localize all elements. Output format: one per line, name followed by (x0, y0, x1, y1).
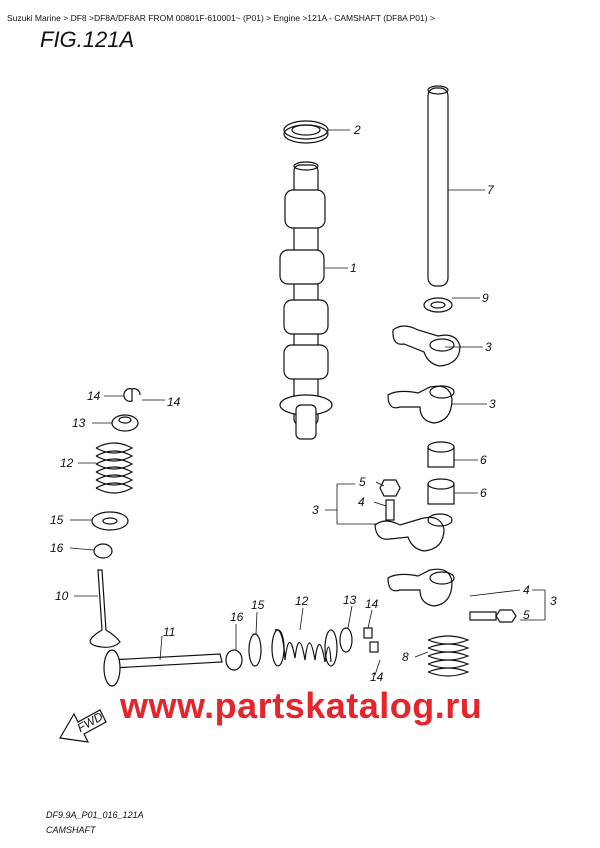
breadcrumb: Suzuki Marine > DF8 >DF8A/DF8AR FROM 008… (7, 13, 435, 23)
drawing-code: DF9.9A_P01_016_121A (46, 810, 144, 820)
callout[interactable]: 15 (251, 598, 265, 612)
callout[interactable]: 12 (60, 456, 74, 470)
watermark: www.partskatalog.ru (120, 685, 483, 726)
callout[interactable]: 14 (167, 395, 181, 409)
callout[interactable]: 5 (523, 608, 530, 622)
callout[interactable]: 15 (50, 513, 64, 527)
callout[interactable]: 12 (295, 594, 309, 608)
part-valve[interactable] (89, 569, 121, 648)
callout[interactable]: 1 (350, 261, 357, 275)
fwd-arrow-icon: FWD (59, 709, 107, 743)
part-cotter[interactable] (123, 388, 141, 402)
callout[interactable]: 3 (312, 503, 319, 517)
callout[interactable]: 2 (353, 123, 361, 137)
breadcrumb-model[interactable]: DF8A/DF8AR FROM 00801F-610001~ (P01) > (93, 13, 272, 23)
part-retainer[interactable] (339, 627, 353, 653)
part-valve-seal[interactable] (225, 649, 243, 671)
callout[interactable]: 16 (50, 541, 64, 555)
part-rocker-arm[interactable] (374, 513, 453, 552)
callout[interactable]: 14 (370, 670, 384, 684)
part-valve-spring[interactable] (427, 635, 470, 677)
callout[interactable]: 7 (487, 183, 495, 197)
callout[interactable]: 6 (480, 486, 487, 500)
part-cotter[interactable] (363, 627, 379, 653)
callout[interactable]: 3 (550, 594, 557, 608)
part-valve-seal[interactable] (93, 543, 113, 559)
callout[interactable]: 16 (230, 610, 244, 624)
part-nut[interactable] (379, 479, 401, 497)
part-rocker-arm[interactable] (387, 568, 455, 607)
part-pushrod[interactable] (427, 85, 449, 287)
figure-title: FIG.121A (40, 27, 135, 52)
callout[interactable]: 3 (489, 397, 496, 411)
callout[interactable]: 14 (87, 389, 101, 403)
breadcrumb-camshaft[interactable]: 121A - CAMSHAFT (DF8A P01) > (307, 13, 435, 23)
part-adjust-screw[interactable] (469, 611, 497, 621)
part-rocker-arm[interactable] (387, 385, 455, 424)
part-camshaft[interactable] (279, 161, 333, 440)
part-valve[interactable] (103, 649, 223, 687)
part-valve-spring[interactable] (271, 629, 338, 667)
callout[interactable]: 4 (358, 495, 365, 509)
callout[interactable]: 10 (55, 589, 69, 603)
callout[interactable]: 9 (482, 291, 489, 305)
part-bushing[interactable] (427, 478, 455, 505)
part-oil-seal[interactable] (283, 120, 329, 144)
callout[interactable]: 13 (72, 416, 86, 430)
breadcrumb-df8[interactable]: DF8 > (70, 13, 94, 23)
part-bushing[interactable] (427, 441, 455, 468)
part-spring-seat[interactable] (248, 633, 262, 667)
part-adjust-screw[interactable] (385, 499, 395, 521)
callout[interactable]: 14 (365, 597, 379, 611)
callout[interactable]: 11 (163, 625, 175, 639)
callout[interactable]: 4 (523, 583, 530, 597)
part-valve-spring[interactable] (95, 442, 134, 494)
callout-labels: 2 7 1 9 3 3 14 14 13 12 6 6 5 4 3 15 16 … (50, 123, 557, 684)
part-washer[interactable] (423, 297, 453, 313)
callout[interactable]: 5 (359, 475, 366, 489)
callout[interactable]: 8 (402, 650, 409, 664)
leader-lines (69, 129, 546, 676)
breadcrumb-suzuki-marine[interactable]: Suzuki Marine > (7, 13, 69, 23)
part-nut[interactable] (495, 609, 517, 623)
callout[interactable]: 13 (343, 593, 357, 607)
drawing-name: CAMSHAFT (46, 825, 96, 835)
part-spring-seat[interactable] (91, 511, 129, 531)
callout[interactable]: 3 (485, 340, 492, 354)
breadcrumb-engine[interactable]: Engine > (273, 13, 308, 23)
part-rocker-arm[interactable] (392, 325, 461, 367)
part-retainer[interactable] (111, 414, 139, 432)
callout[interactable]: 6 (480, 453, 487, 467)
